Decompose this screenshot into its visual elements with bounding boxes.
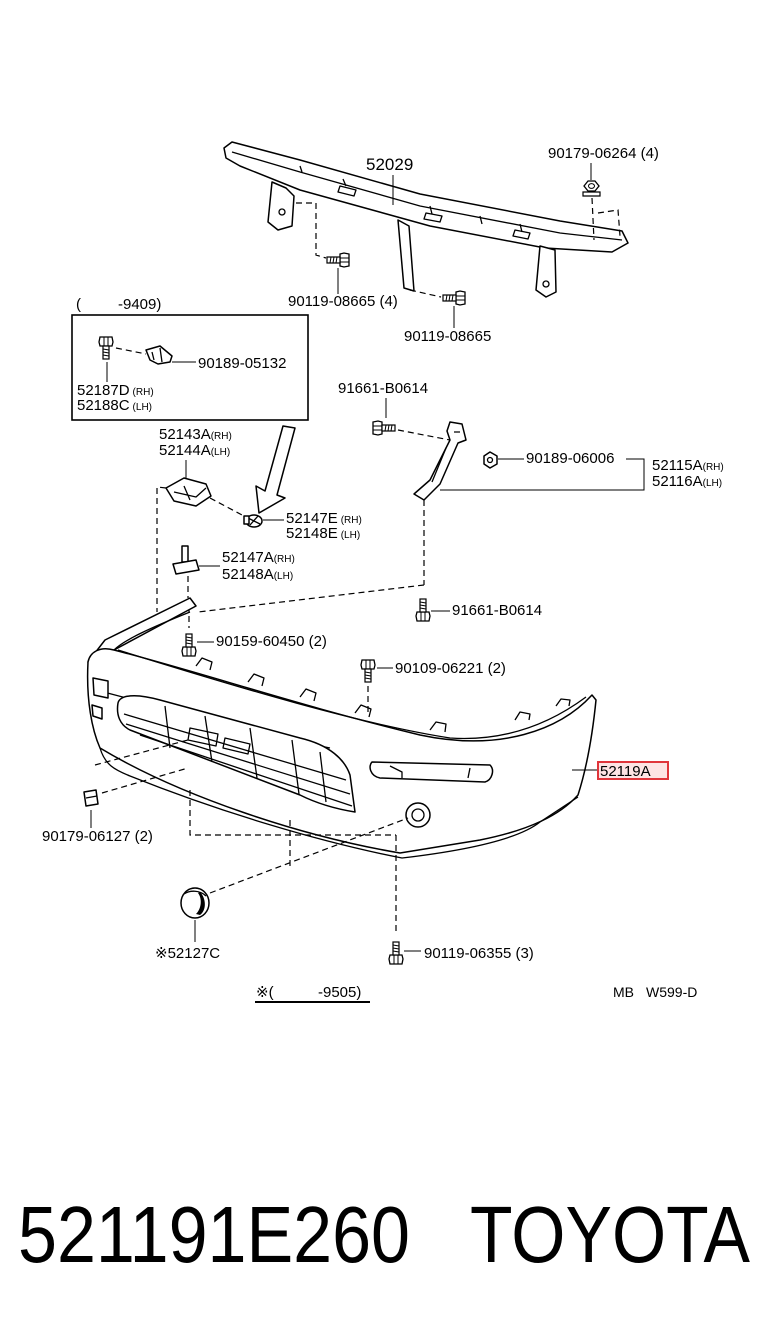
inset-range-open: ( xyxy=(76,296,81,313)
retainer-clip xyxy=(172,545,200,575)
bolt-icon xyxy=(326,252,350,268)
callout-90179-06264: 90179-06264 (4) xyxy=(548,145,659,162)
retainer xyxy=(165,477,212,507)
clip-icon xyxy=(483,451,498,469)
callout-52148E: 52148E(LH) xyxy=(286,525,360,542)
footnote-mark: ※( xyxy=(256,984,274,1001)
bolt-icon xyxy=(98,336,114,360)
side-bracket xyxy=(413,421,467,501)
clip-icon xyxy=(243,514,263,528)
callout-90179-06127: 90179-06127 (2) xyxy=(42,828,153,845)
callout-90119-08665-4: 90119-08665 (4) xyxy=(288,293,398,310)
callout-52187D: 52187D(RH) xyxy=(77,382,154,399)
callout-91661-B0614-lower: 91661-B0614 xyxy=(452,602,542,619)
bumper-cover xyxy=(86,597,597,859)
assembly-line xyxy=(397,429,451,441)
footnote-range: -9505) xyxy=(318,984,361,1001)
callout-52143A: 52143A(RH) xyxy=(159,426,232,443)
leader-bracket xyxy=(440,458,645,491)
callout-90189-06006: 90189-06006 xyxy=(526,450,614,467)
assembly-line xyxy=(156,486,245,612)
assembly-line xyxy=(296,202,327,259)
reinforcement-bar xyxy=(223,141,629,298)
brand-caption: TOYOTA xyxy=(470,1190,751,1279)
assembly-line xyxy=(409,289,442,298)
callout-52147A: 52147A(RH) xyxy=(222,549,295,566)
clip-icon xyxy=(145,345,173,365)
callout-52147E: 52147E(RH) xyxy=(286,510,362,527)
callout-52116A: 52116A(LH) xyxy=(652,473,722,490)
bolt-icon xyxy=(442,290,466,306)
callout-52127C: ※52127C xyxy=(155,945,220,962)
callout-90109-06221: 90109-06221 (2) xyxy=(395,660,506,677)
nut-icon xyxy=(582,180,601,197)
part-number-caption: 521191E260 xyxy=(18,1190,410,1279)
assembly-line xyxy=(591,197,621,241)
callout-52029: 52029 xyxy=(366,155,413,174)
assembly-line xyxy=(189,790,409,935)
cap-icon xyxy=(180,887,210,919)
arrow-icon xyxy=(255,425,296,514)
callout-91661-B0614: 91661-B0614 xyxy=(338,380,428,397)
callout-52115A: 52115A(RH) xyxy=(652,457,724,474)
inset-box xyxy=(71,314,309,421)
callout-52144A: 52144A(LH) xyxy=(159,442,230,459)
assembly-line xyxy=(197,500,425,613)
assembly-line xyxy=(94,739,189,794)
callout-52148A: 52148A(LH) xyxy=(222,566,293,583)
bolt-icon xyxy=(360,659,376,683)
callout-90119-06355: 90119-06355 (3) xyxy=(424,945,534,962)
bolt-icon xyxy=(388,941,404,965)
bolt-icon xyxy=(372,420,396,436)
drawing-code-prefix: MB xyxy=(613,984,634,1000)
assembly-line xyxy=(115,347,147,355)
callout-90119-08665: 90119-08665 xyxy=(404,328,491,345)
callout-90159-60450: 90159-60450 (2) xyxy=(216,633,327,650)
highlight-box xyxy=(597,761,669,780)
callout-90189-05132: 90189-05132 xyxy=(198,355,286,372)
bolt-icon xyxy=(415,598,431,622)
drawing-code: W599-D xyxy=(646,984,697,1000)
clip-icon xyxy=(83,789,99,807)
bolt-icon xyxy=(181,633,197,657)
callout-52119A: 52119A xyxy=(600,763,651,780)
inset-range-end: -9409) xyxy=(118,296,161,313)
callout-52188C: 52188C(LH) xyxy=(77,397,152,414)
